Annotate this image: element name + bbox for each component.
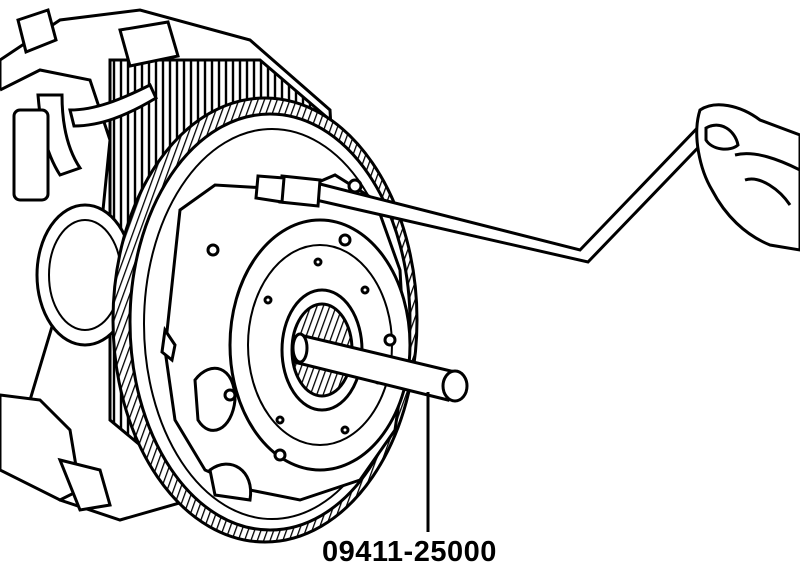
part-number-label: 09411-25000 — [322, 536, 497, 568]
hand — [695, 103, 800, 252]
alignment-tool — [291, 332, 469, 403]
coolant-hose — [12, 8, 180, 202]
